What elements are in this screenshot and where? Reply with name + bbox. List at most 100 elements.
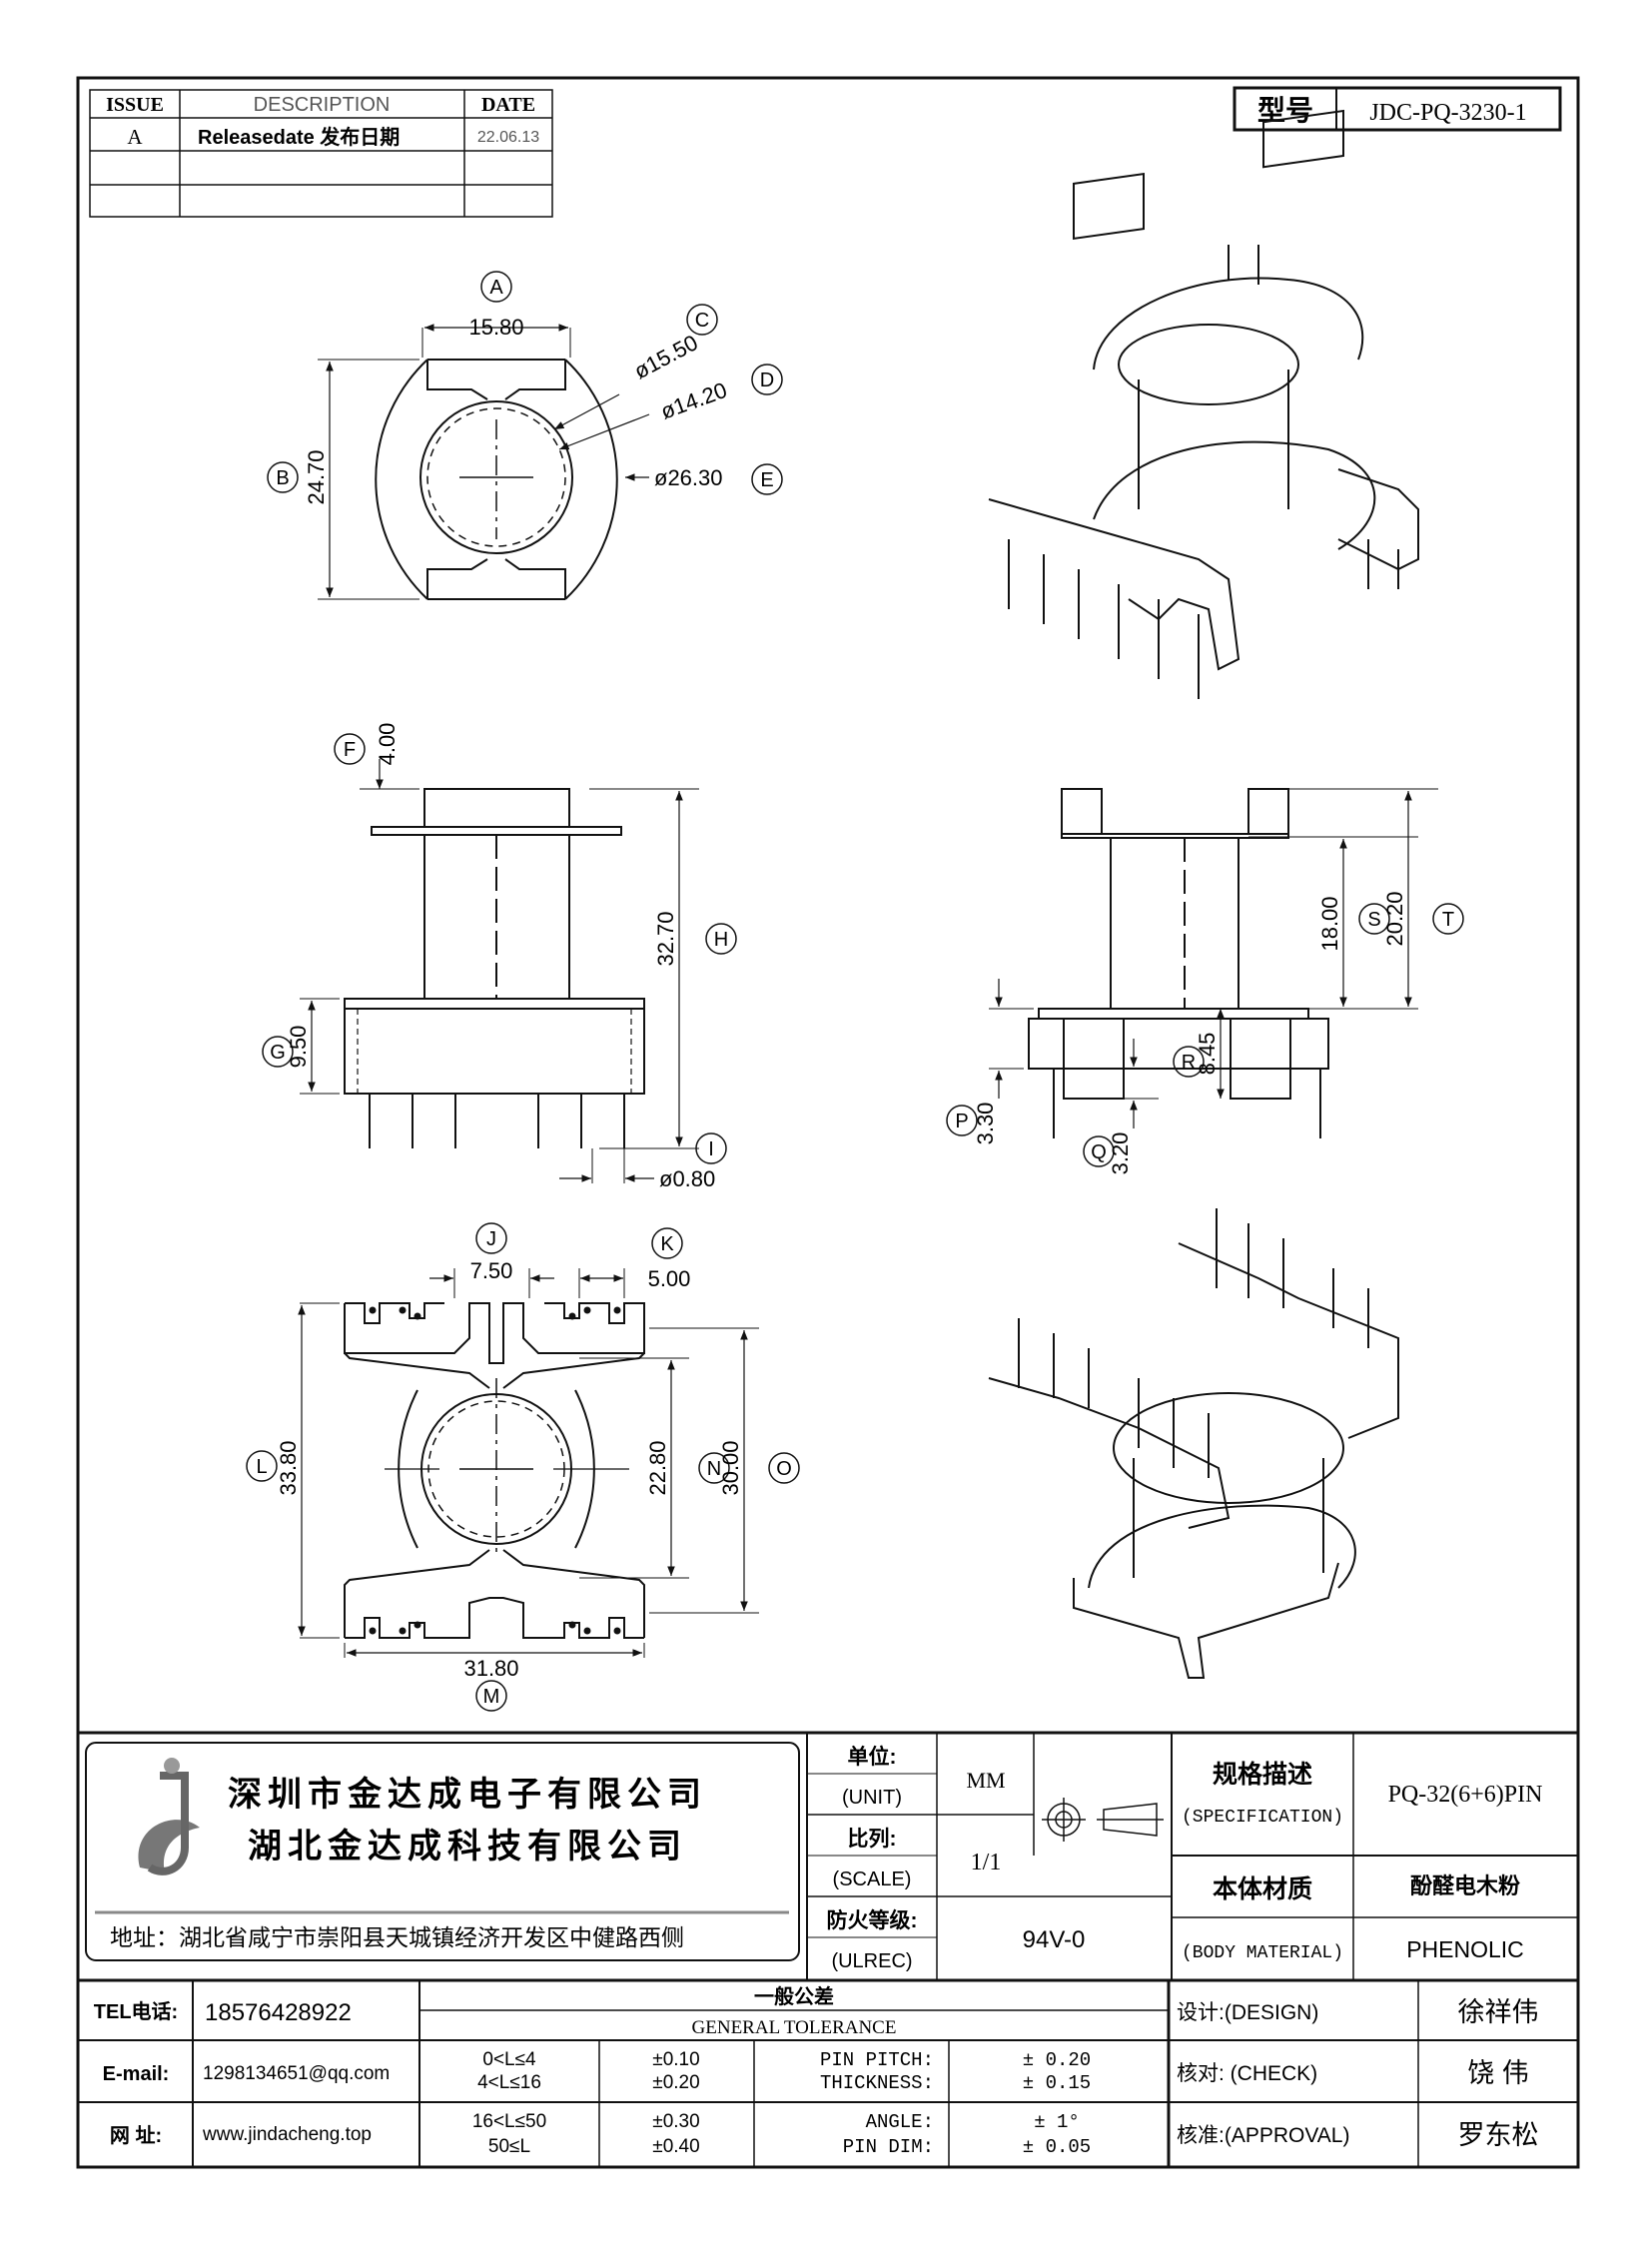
dim-J-value: 7.50: [470, 1258, 513, 1283]
unit-label-en: (UNIT): [842, 1787, 902, 1809]
dim-E: ø26.30 E: [654, 463, 783, 495]
title-block-grid: [78, 1733, 1578, 2167]
spec-label-cn: 规格描述: [1213, 1760, 1312, 1789]
tolerance-range-value: ±0.20: [652, 2072, 699, 2093]
dim-H: 32.70 H: [653, 911, 737, 967]
dim-O-value: 30.00: [718, 1440, 743, 1495]
top-view-drawing: [318, 324, 650, 600]
scale-value: 1/1: [971, 1850, 1002, 1875]
dim-R: R 8.45: [1173, 1033, 1220, 1078]
tolerance-title-cn: 一般公差: [754, 1984, 834, 2008]
tolerance-items: PIN PITCH: THICKNESS: ANGLE: PIN DIM: ± …: [820, 2049, 1091, 2158]
dim-H-value: 32.70: [653, 911, 678, 966]
bottom-view-drawing: [298, 1268, 759, 1658]
dim-T-value: 20.20: [1382, 891, 1407, 946]
dim-F-tag: F: [344, 739, 356, 761]
scale-label-cn: 比列:: [848, 1828, 897, 1851]
dim-T-tag: T: [1442, 909, 1454, 931]
dim-I-tag: I: [708, 1138, 714, 1160]
dim-N-tag: N: [707, 1458, 721, 1480]
dim-H-tag-circle: [705, 923, 737, 955]
dim-G-tag: G: [270, 1042, 286, 1064]
material-label-cn: 本体材质: [1213, 1875, 1312, 1903]
unit-value: MM: [966, 1768, 1005, 1793]
sheet-border: [76, 76, 1580, 2169]
dim-L-tag-circle: [246, 1450, 278, 1482]
dim-G-tag-circle: [262, 1036, 294, 1068]
dim-S-tag-circle: [1358, 903, 1390, 935]
material-value-cn: 酚醛电木粉: [1410, 1873, 1520, 1898]
dim-C: ø15.50 C: [630, 304, 718, 383]
dim-C-value: ø15.50: [630, 330, 702, 383]
dim-D: ø14.20 D: [657, 364, 783, 424]
dim-S: 18.00 S: [1317, 896, 1390, 952]
rev-header-description: DESCRIPTION: [254, 94, 391, 116]
isometric-view-top: [988, 109, 1419, 699]
tolerance-item: PIN PITCH:: [820, 2049, 934, 2071]
tolerance-range-value: ±0.10: [652, 2049, 699, 2070]
dim-C-tag: C: [695, 310, 709, 332]
dim-P-value: 3.30: [973, 1103, 998, 1145]
dim-B: B 24.70: [267, 449, 329, 505]
dim-B-value: 24.70: [304, 449, 329, 504]
design-name: 徐祥伟: [1458, 1997, 1539, 2027]
dim-H-tag: H: [714, 929, 728, 951]
tel-label: TEL电话:: [94, 2000, 178, 2023]
tolerance-title-en: GENERAL TOLERANCE: [692, 2017, 897, 2038]
tolerance-range: 50≤L: [488, 2136, 530, 2157]
approval-name: 罗东松: [1458, 2120, 1539, 2150]
dim-R-value: 8.45: [1195, 1033, 1220, 1076]
tolerance-item-value: ± 1°: [1034, 2111, 1080, 2133]
dim-E-tag-circle: [751, 463, 783, 495]
dim-A-tag: A: [489, 277, 503, 299]
web-value: www.jindacheng.top: [202, 2124, 372, 2145]
dim-N: 22.80 N: [645, 1440, 730, 1496]
bottom-view-holes: [369, 1306, 621, 1635]
dim-F-value: 4.00: [375, 723, 400, 766]
dim-G: G 9.50: [262, 1026, 311, 1069]
dim-G-value: 9.50: [286, 1026, 311, 1069]
dim-Q: Q 3.20: [1083, 1132, 1133, 1174]
tolerance-item: THICKNESS:: [820, 2072, 934, 2094]
tolerance-range-value: ±0.40: [652, 2136, 699, 2157]
dim-P: P 3.30: [946, 1103, 998, 1145]
dim-B-tag: B: [276, 467, 289, 489]
design-label: 设计:(DESIGN): [1177, 2001, 1318, 2024]
company-name-1: 深圳市金达成电子有限公司: [228, 1775, 707, 1814]
dim-J-tag-circle: [475, 1222, 507, 1254]
material-value-en: PHENOLIC: [1406, 1936, 1524, 1962]
dim-K-value: 5.00: [648, 1266, 691, 1291]
company-name-2: 湖北金达成科技有限公司: [248, 1827, 687, 1866]
dim-L-tag: L: [256, 1456, 267, 1478]
rev-row-date: 22.06.13: [477, 129, 539, 146]
dim-D-tag-circle: [751, 364, 783, 395]
dim-R-tag: R: [1182, 1052, 1196, 1074]
model-box: [1233, 86, 1562, 132]
email-value: 1298134651@qq.com: [203, 2063, 390, 2084]
dim-K-tag: K: [660, 1233, 674, 1255]
dim-M-tag-circle: [475, 1680, 507, 1712]
dim-M: 31.80 M: [463, 1656, 519, 1712]
dim-Q-tag: Q: [1091, 1141, 1107, 1163]
dim-N-tag-circle: [698, 1452, 730, 1484]
fire-label-cn: 防火等级:: [827, 1908, 918, 1932]
tolerance-item-value: ± 0.05: [1023, 2136, 1091, 2158]
dim-Q-tag-circle: [1083, 1135, 1115, 1167]
tolerance-range: 4<L≤16: [477, 2072, 541, 2093]
email-label: E-mail:: [103, 2063, 170, 2085]
dim-F: F 4.00: [334, 723, 400, 766]
dim-I: I ø0.80: [659, 1132, 727, 1191]
rev-row-issue: A: [127, 125, 143, 149]
dim-E-value: ø26.30: [654, 465, 723, 490]
dim-B-tag-circle: [267, 461, 299, 493]
check-label: 核对: (CHECK): [1177, 2062, 1317, 2085]
tolerance-range: 0<L≤4: [482, 2049, 536, 2070]
dim-J: J 7.50: [470, 1222, 513, 1283]
dim-K-tag-circle: [651, 1227, 683, 1259]
dim-D-value: ø14.20: [657, 377, 730, 424]
dim-M-value: 31.80: [463, 1656, 518, 1681]
dim-O: 30.00 O: [718, 1440, 800, 1496]
rev-header-issue: ISSUE: [106, 94, 164, 116]
dim-T: 20.20 T: [1382, 891, 1464, 947]
